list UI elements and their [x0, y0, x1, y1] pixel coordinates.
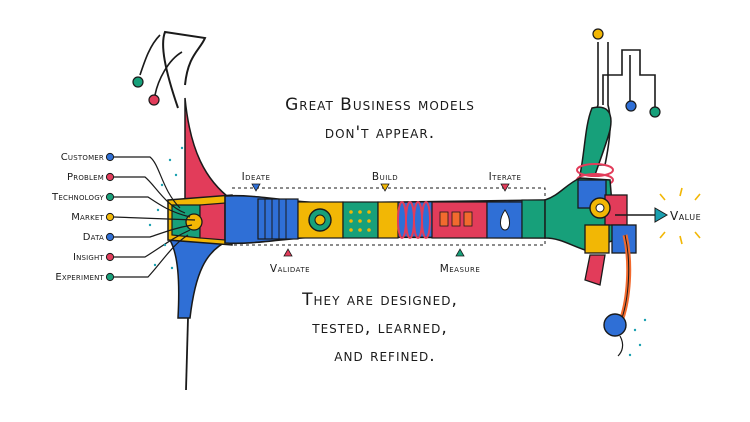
- input-labels: Customer Problem Technology Market Data …: [51, 146, 196, 283]
- subtitle-line-2: tested, learned,: [311, 318, 448, 338]
- dot-icon: [148, 94, 160, 106]
- svg-text:Technology: Technology: [51, 192, 104, 203]
- svg-text:Measure: Measure: [440, 263, 481, 275]
- arrow-icon: [654, 207, 668, 223]
- value-output: Value: [615, 187, 701, 245]
- subtitle-line-3: and refined.: [334, 346, 435, 366]
- input-market: Market: [71, 212, 196, 223]
- svg-text:Build: Build: [372, 171, 398, 183]
- block: [584, 224, 610, 254]
- dot-icon: [105, 232, 115, 242]
- svg-text:Validate: Validate: [270, 263, 310, 275]
- svg-text:Problem: Problem: [67, 172, 104, 183]
- svg-text:Ideate: Ideate: [242, 171, 271, 183]
- dot-icon: [132, 76, 144, 88]
- dot-icon: [105, 192, 115, 202]
- input-customer: Customer: [61, 152, 181, 209]
- dot-icon: [105, 272, 115, 282]
- svg-text:Data: Data: [83, 232, 104, 243]
- gear-icon: [185, 213, 203, 231]
- svg-text:Experiment: Experiment: [55, 272, 104, 283]
- input-insight: Insight: [73, 229, 191, 263]
- pipe-segment: [257, 198, 299, 240]
- stage-measure: Measure: [440, 248, 481, 275]
- sparkle-icon: [659, 187, 701, 245]
- subtitle-line-1: They are designed,: [301, 290, 458, 310]
- output-machine: [544, 28, 661, 357]
- dot-icon: [592, 28, 604, 40]
- pipe-segment: [521, 199, 546, 239]
- block: [611, 224, 637, 254]
- dot-icon: [105, 252, 115, 262]
- dot-icon: [105, 152, 115, 162]
- dot-icon: [603, 313, 627, 337]
- dot-icon: [105, 212, 115, 222]
- pipe-segment: [377, 201, 399, 239]
- svg-text:Customer: Customer: [61, 152, 104, 163]
- dot-icon: [625, 100, 637, 112]
- stage-ideate: Ideate: [242, 171, 271, 192]
- title-line-1: Great Business models: [285, 95, 475, 115]
- dot-icon: [649, 106, 661, 118]
- title-line-2: don't appear.: [325, 123, 435, 143]
- input-funnel: [132, 30, 235, 391]
- svg-text:Iterate: Iterate: [489, 171, 522, 183]
- stage-build: Build: [372, 171, 398, 192]
- pipeline: [224, 187, 546, 246]
- input-data: Data: [83, 224, 193, 243]
- stage-markers: Ideate Build Iterate Validate Measure: [242, 171, 522, 275]
- input-experiment: Experiment: [55, 234, 189, 283]
- svg-text:Market: Market: [71, 212, 104, 223]
- svg-text:Insight: Insight: [73, 252, 105, 263]
- stage-iterate: Iterate: [489, 171, 522, 192]
- value-label: Value: [670, 209, 701, 223]
- input-technology: Technology: [51, 192, 191, 218]
- input-problem: Problem: [67, 172, 186, 214]
- dot-icon: [105, 172, 115, 182]
- stage-validate: Validate: [270, 248, 310, 275]
